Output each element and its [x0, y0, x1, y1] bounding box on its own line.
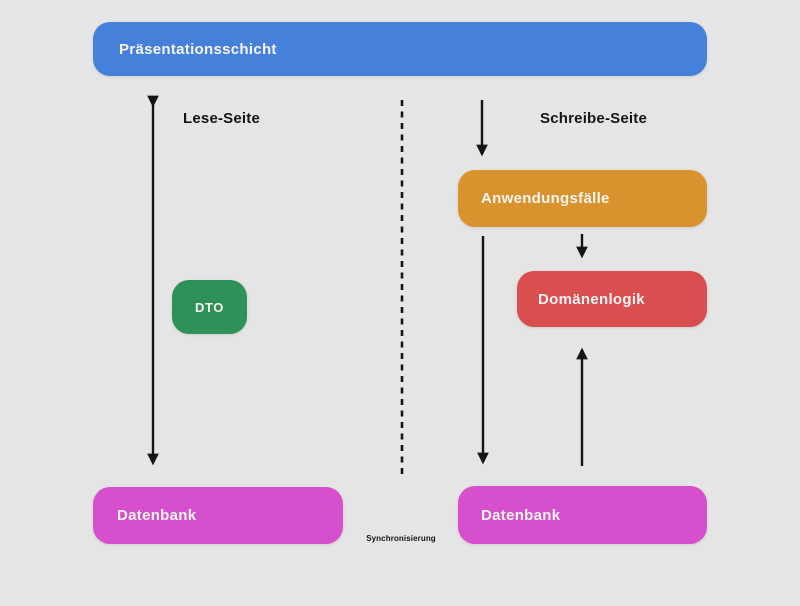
read-side-label: Lese-Seite — [183, 110, 261, 127]
node-domain-logic-label: Domänenlogik — [538, 290, 645, 308]
node-presentation-label: Präsentationsschicht — [119, 40, 277, 58]
write-side-label: Schreibe-Seite — [540, 110, 648, 127]
synchronization-label: Synchronisierung — [366, 534, 436, 543]
node-presentation-layer: Präsentationsschicht — [93, 22, 707, 76]
node-domain-logic: Domänenlogik — [517, 271, 707, 327]
node-dto: DTO — [172, 280, 247, 334]
node-dto-label: DTO — [194, 299, 224, 315]
node-use-cases-label: Anwendungsfälle — [481, 190, 610, 207]
node-database-read-label: Datenbank — [117, 507, 197, 524]
node-database-write-label: Datenbank — [481, 506, 561, 524]
node-database-read: Datenbank — [93, 487, 343, 544]
node-database-write: Datenbank — [458, 486, 707, 544]
node-use-cases: Anwendungsfälle — [458, 170, 707, 227]
